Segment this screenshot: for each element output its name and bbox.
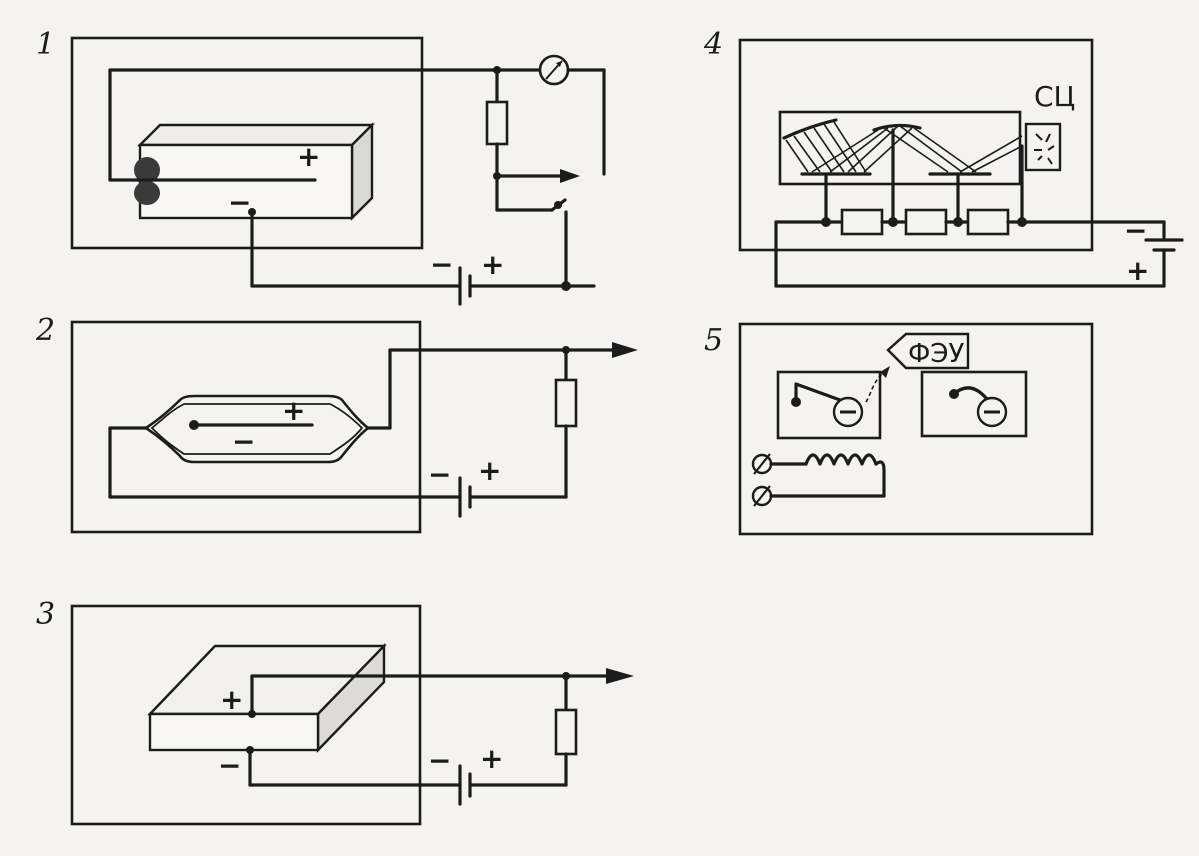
panel-2-frame <box>70 320 422 534</box>
panel-1-resistor <box>485 100 509 146</box>
panel-3-semiconductor-detector: 3 + − − + <box>36 597 634 826</box>
fеu-label: ФЭУ <box>908 339 965 369</box>
panel-5-luminescent-setup: 5 ФЭУ <box>704 322 1094 536</box>
ammeter-icon <box>538 54 570 86</box>
panel-3-battery: − + <box>428 742 503 806</box>
cell-right <box>920 370 1028 438</box>
svg-text:−: − <box>1124 214 1147 247</box>
divider-resistor-3 <box>966 208 1010 236</box>
panel-2-resistor <box>554 378 578 428</box>
panel-2-minus: − <box>232 425 255 458</box>
panel-2-number: 2 <box>35 313 55 348</box>
panel-3-number: 3 <box>36 597 55 632</box>
photocathode <box>782 118 838 140</box>
panel-1-ionization-chamber: 1 + − − + <box>36 27 606 306</box>
panel-2-battery: − + <box>428 454 501 518</box>
scintillator-crystal <box>1024 122 1062 172</box>
panel-3-frame <box>70 604 422 826</box>
electron-paths <box>785 121 1023 173</box>
panel-1-minus: − <box>228 186 251 219</box>
panel-3-resistor <box>554 708 578 756</box>
heater-coil <box>804 453 878 466</box>
chamber-block <box>137 122 375 221</box>
scintillation-flash-icon <box>1034 133 1055 165</box>
cell-left <box>776 370 882 440</box>
svg-text:+: + <box>478 454 501 487</box>
panel-5-frame <box>738 322 1094 536</box>
panel-2-output-arrow <box>612 342 638 358</box>
svg-text:+: + <box>481 248 504 281</box>
panel-2-counter-tube: 2 + − − + <box>35 313 638 534</box>
panel-1-frame <box>70 36 424 250</box>
panel-4-number: 4 <box>703 27 723 62</box>
svg-text:−: − <box>428 458 451 491</box>
crystal-slab <box>147 643 387 753</box>
fеu-badge <box>886 332 970 370</box>
svg-text:+: + <box>1126 254 1149 287</box>
dynode-2 <box>872 123 922 132</box>
insulator-bottom <box>134 181 160 205</box>
panel-1-number: 1 <box>36 27 55 62</box>
panel-3-minus: − <box>218 749 241 782</box>
panel-2-plus: + <box>282 394 305 427</box>
panel-4-photomultiplier: 4 СЦ <box>703 27 1184 288</box>
panel-5-number: 5 <box>704 323 723 358</box>
scintillator-label: СЦ <box>1034 80 1075 113</box>
panel-3-output-arrow <box>606 668 634 684</box>
panel-1-output-arrow <box>560 169 580 183</box>
terminal-top <box>751 453 773 475</box>
panel-4-battery: − + <box>1124 214 1184 288</box>
svg-text:−: − <box>428 744 451 777</box>
panel-3-plus: + <box>220 683 243 716</box>
svg-text:+: + <box>480 742 503 775</box>
svg-text:−: − <box>430 248 453 281</box>
panel-4-frame <box>738 38 1094 252</box>
divider-resistor-2 <box>904 208 948 236</box>
panel-1-plus: + <box>297 140 320 173</box>
panel-1-battery: − + <box>430 248 504 306</box>
terminal-bottom <box>751 485 773 507</box>
divider-resistor-1 <box>840 208 884 236</box>
insulator-top <box>134 157 160 183</box>
pmt-envelope <box>778 110 1022 186</box>
